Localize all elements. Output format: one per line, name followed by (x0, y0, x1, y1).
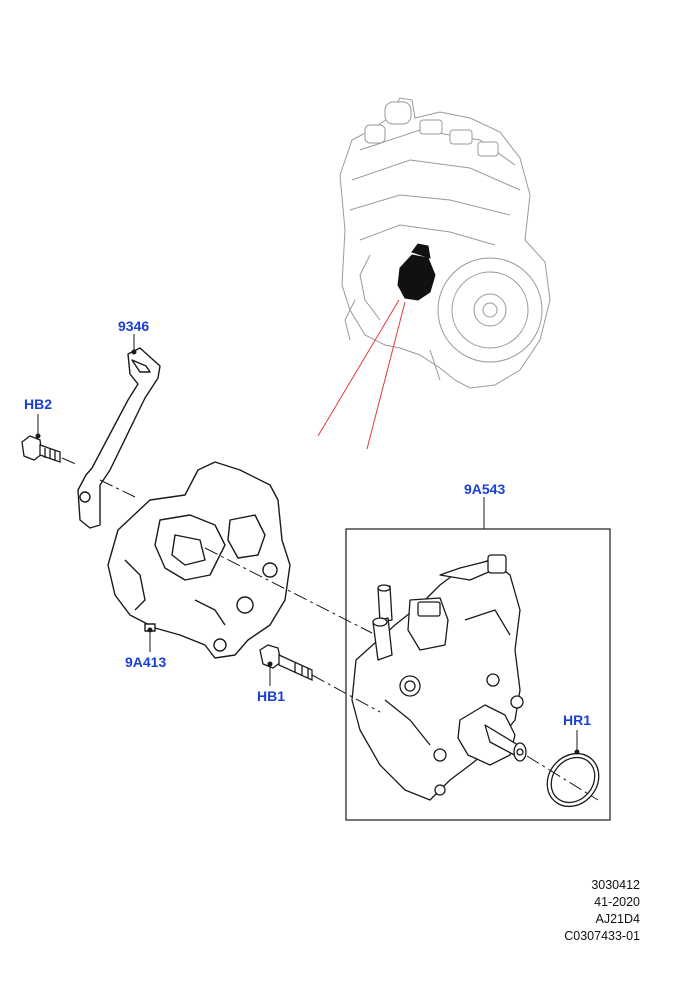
callout-hr1[interactable]: HR1 (563, 712, 592, 728)
reference-line-3: AJ21D4 (595, 912, 640, 926)
reference-line-1: 3030412 (591, 878, 640, 892)
callout-9a543[interactable]: 9A543 (464, 481, 506, 497)
callout-9346[interactable]: 9346 (118, 318, 150, 334)
bolt-hb2 (21, 435, 61, 463)
callout-hb1[interactable]: HB1 (257, 688, 286, 704)
pump-cover (107, 461, 291, 659)
mounting-bracket (77, 347, 161, 529)
reference-line-2: 41-2020 (594, 895, 640, 909)
locator-lines (317, 299, 406, 450)
callout-hb2[interactable]: HB2 (24, 396, 53, 412)
leader-lines (35, 334, 580, 755)
high-pressure-fuel-pump (351, 554, 527, 801)
callout-9a413[interactable]: 9A413 (125, 654, 167, 670)
pump-assembly-frame (345, 528, 611, 821)
highlighted-pump-location (397, 243, 436, 301)
assembly-axis-lines (61, 457, 599, 801)
o-ring-seal (546, 752, 600, 808)
reference-codes: 3030412 41-2020 AJ21D4 C0307433-01 (564, 877, 640, 945)
bolt-hb1 (259, 644, 313, 682)
reference-line-4: C0307433-01 (564, 929, 640, 943)
engine-overview-illustration (339, 97, 551, 389)
